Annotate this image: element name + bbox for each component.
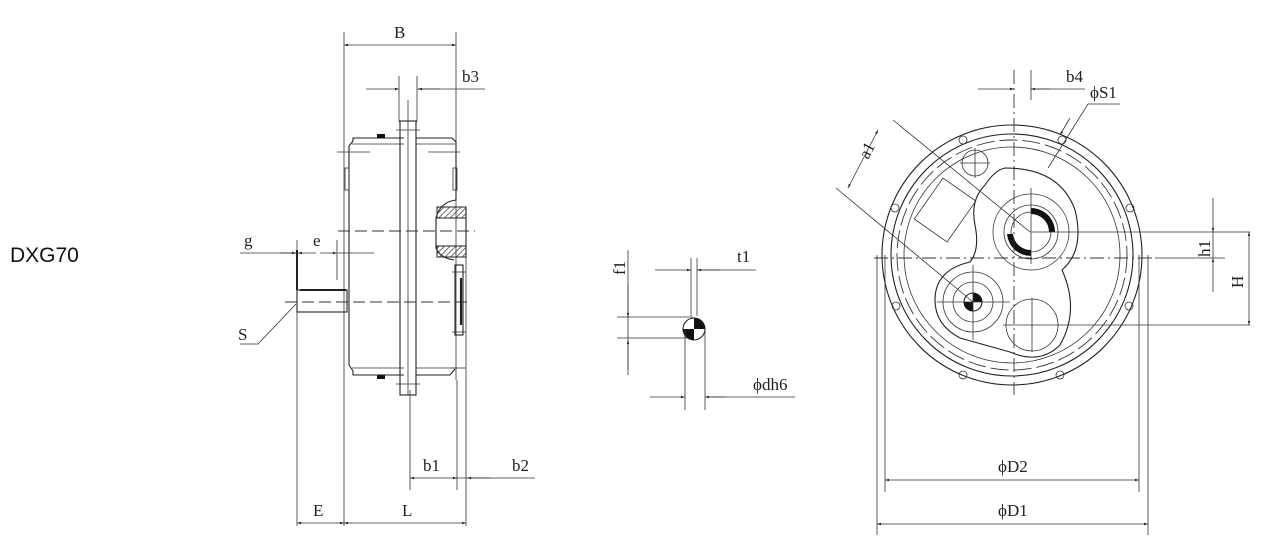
dim-b3: b3 [462,67,479,86]
dim-B: B [394,23,405,42]
dim-D1: ϕD1 [998,501,1028,520]
dim-t1: t1 [737,247,750,266]
dim-S1: ϕS1 [1090,83,1117,102]
dim-b1: b1 [423,456,440,475]
dim-a1: a1 [855,139,879,162]
dim-b2: b2 [512,456,529,475]
dim-e: e [313,231,321,250]
dim-h1: h1 [1195,240,1214,257]
dim-g: g [244,231,253,250]
front-view: b4 ϕS1 a1 h1 H ϕD2 ϕD1 [835,67,1251,535]
dim-f1: f1 [610,261,629,275]
dim-S: S [238,325,247,344]
bolt-holes [890,135,1135,380]
dim-E: E [313,501,323,520]
dim-b4: b4 [1066,67,1084,86]
dim-dh6: ϕdh6 [753,375,787,394]
model-label: DXG70 [10,244,79,267]
dim-H: H [1228,276,1247,288]
shaft-key-detail: f1 t1 ϕdh6 [610,247,795,410]
side-view: B b3 [238,23,535,526]
dim-L: L [402,501,412,520]
dim-D2: ϕD2 [998,457,1028,476]
